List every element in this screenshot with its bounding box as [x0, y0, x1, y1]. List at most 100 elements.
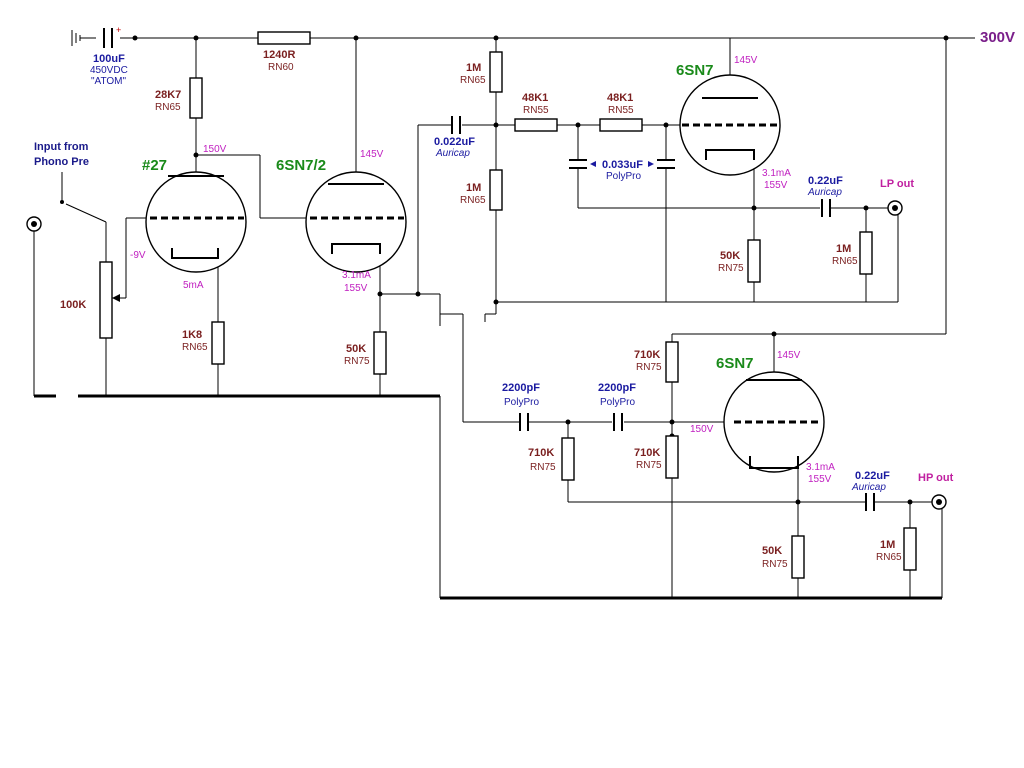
tube1-current: 5mA — [183, 280, 204, 291]
hp-out-resistor-symbol — [903, 527, 917, 571]
lp1-resistor-symbol — [514, 118, 558, 132]
cathode1-resistor-value: 1K8 — [182, 329, 202, 341]
tube3-anode-voltage: 145V — [734, 55, 758, 66]
crossover-marks — [439, 314, 486, 326]
lp-out-cap-symbol — [821, 199, 834, 217]
lp-cap-type: PolyPro — [606, 171, 641, 182]
tube2-anode-voltage: 145V — [360, 149, 384, 160]
tube3-current: 3.1mA — [762, 168, 791, 179]
hp-cap1-value: 2200pF — [502, 382, 540, 394]
lp-out-resistor-type: RN65 — [832, 256, 858, 267]
lp-cap-arrows — [590, 161, 654, 167]
divider-bottom-type: RN65 — [460, 195, 486, 206]
hp-out-resistor-value: 1M — [880, 539, 895, 551]
hp-top-resistor-type: RN75 — [636, 362, 662, 373]
series-resistor-symbol — [257, 31, 311, 45]
series-resistor-value: 1240R — [263, 49, 295, 61]
lp1-resistor-type: RN55 — [523, 105, 549, 116]
input-switch-symbol — [60, 200, 64, 204]
hp-out-cap-type: Auricap — [851, 482, 886, 493]
svg-text:+: + — [116, 25, 121, 35]
hp-out-resistor-type: RN65 — [876, 552, 902, 563]
hp-out-cap-value: 0.22uF — [855, 470, 890, 482]
lp-out-jack-icon — [887, 200, 903, 216]
lp2-resistor-type: RN55 — [608, 105, 634, 116]
hp-top-resistor-value: 710K — [634, 349, 660, 361]
lp-cap-right-symbol — [657, 159, 675, 169]
divider-top-type: RN65 — [460, 75, 486, 86]
series-resistor-type: RN60 — [268, 62, 294, 73]
filter-cap-rating: 450VDC — [90, 65, 128, 76]
wires — [33, 37, 975, 600]
coupling-cap1-value: 0.022uF — [434, 136, 475, 148]
tube4-anode-voltage: 145V — [777, 350, 801, 361]
tube3-6sn7-symbol — [679, 74, 781, 176]
coupling-cap1-type: Auricap — [435, 148, 470, 159]
divider-bottom-value: 1M — [466, 182, 481, 194]
pot-value: 100K — [60, 299, 86, 311]
hp-out-jack-icon — [931, 494, 947, 510]
tube4-cathode-voltage: 155V — [808, 474, 832, 485]
filter-capacitor-symbol: + — [71, 25, 121, 48]
tube1-name: #27 — [142, 157, 167, 174]
lp2-resistor-symbol — [599, 118, 643, 132]
cathode3-resistor-value: 50K — [720, 250, 740, 262]
divider-top-value: 1M — [466, 62, 481, 74]
hp-cap2-type: PolyPro — [600, 397, 635, 408]
lp-out-resistor-symbol — [859, 231, 873, 275]
tube2-name: 6SN7/2 — [276, 157, 326, 174]
lp2-resistor-value: 48K1 — [607, 92, 633, 104]
lp-cap-value: 0.033uF — [602, 159, 643, 171]
anode1-resistor-type: RN65 — [155, 102, 181, 113]
tube4-current: 3.1mA — [806, 462, 835, 473]
cathode2-resistor-type: RN75 — [344, 356, 370, 367]
input-jack-icon — [26, 216, 42, 232]
hp-mid-resistor-type: RN75 — [636, 460, 662, 471]
cathode4-resistor-value: 50K — [762, 545, 782, 557]
input-label-line2: Phono Pre — [34, 156, 89, 168]
hp-cap1-type: PolyPro — [504, 397, 539, 408]
hp-mid-resistor-symbol — [665, 435, 679, 479]
coupling-cap1-symbol — [448, 116, 461, 134]
filter-cap-value: 100uF — [93, 53, 125, 65]
rail-voltage-label: 300V — [980, 29, 1015, 46]
hp-cap2-symbol — [613, 413, 623, 431]
tube1-27-symbol — [145, 171, 247, 273]
hp-out-cap-symbol — [865, 493, 878, 511]
tube1-grid-voltage: -9V — [130, 250, 146, 261]
cathode4-resistor-type: RN75 — [762, 559, 788, 570]
hp-cap2-value: 2200pF — [598, 382, 636, 394]
tube4-name: 6SN7 — [716, 355, 754, 372]
tube2-6sn7-symbol — [305, 171, 407, 273]
lp-out-label: LP out — [880, 178, 914, 190]
cathode2-resistor-value: 50K — [346, 343, 366, 355]
divider-bottom-resistor-symbol — [489, 169, 503, 211]
cathode3-resistor-symbol — [747, 239, 761, 283]
anode1-resistor-symbol — [189, 77, 203, 119]
hp-cap1-symbol — [518, 413, 530, 431]
cathode4-resistor-symbol — [791, 535, 805, 579]
tube1-anode-voltage: 150V — [203, 144, 227, 155]
hp-left-resistor-value: 710K — [528, 447, 554, 459]
lp-out-cap-value: 0.22uF — [808, 175, 843, 187]
tube2-current: 3.1mA — [342, 270, 371, 281]
tube2-cathode-voltage: 155V — [344, 283, 368, 294]
tube4-grid-voltage: 150V — [690, 424, 714, 435]
lp-out-resistor-value: 1M — [836, 243, 851, 255]
anode1-resistor-value: 28K7 — [155, 89, 181, 101]
hp-left-resistor-symbol — [561, 437, 575, 481]
lp-cap-left-symbol — [569, 159, 587, 169]
cathode1-resistor-symbol — [211, 321, 225, 365]
hp-mid-resistor-value: 710K — [634, 447, 660, 459]
filter-cap-type: "ATOM" — [91, 76, 127, 87]
input-label-line1: Input from — [34, 141, 89, 153]
cathode1-resistor-type: RN65 — [182, 342, 208, 353]
tube4-6sn7-symbol — [723, 371, 825, 473]
cathode2-resistor-symbol — [373, 331, 387, 375]
lp-out-cap-type: Auricap — [807, 187, 842, 198]
tube3-name: 6SN7 — [676, 62, 714, 79]
tube3-cathode-voltage: 155V — [764, 180, 788, 191]
divider-top-resistor-symbol — [489, 51, 503, 93]
hp-left-resistor-type: RN75 — [530, 462, 556, 473]
